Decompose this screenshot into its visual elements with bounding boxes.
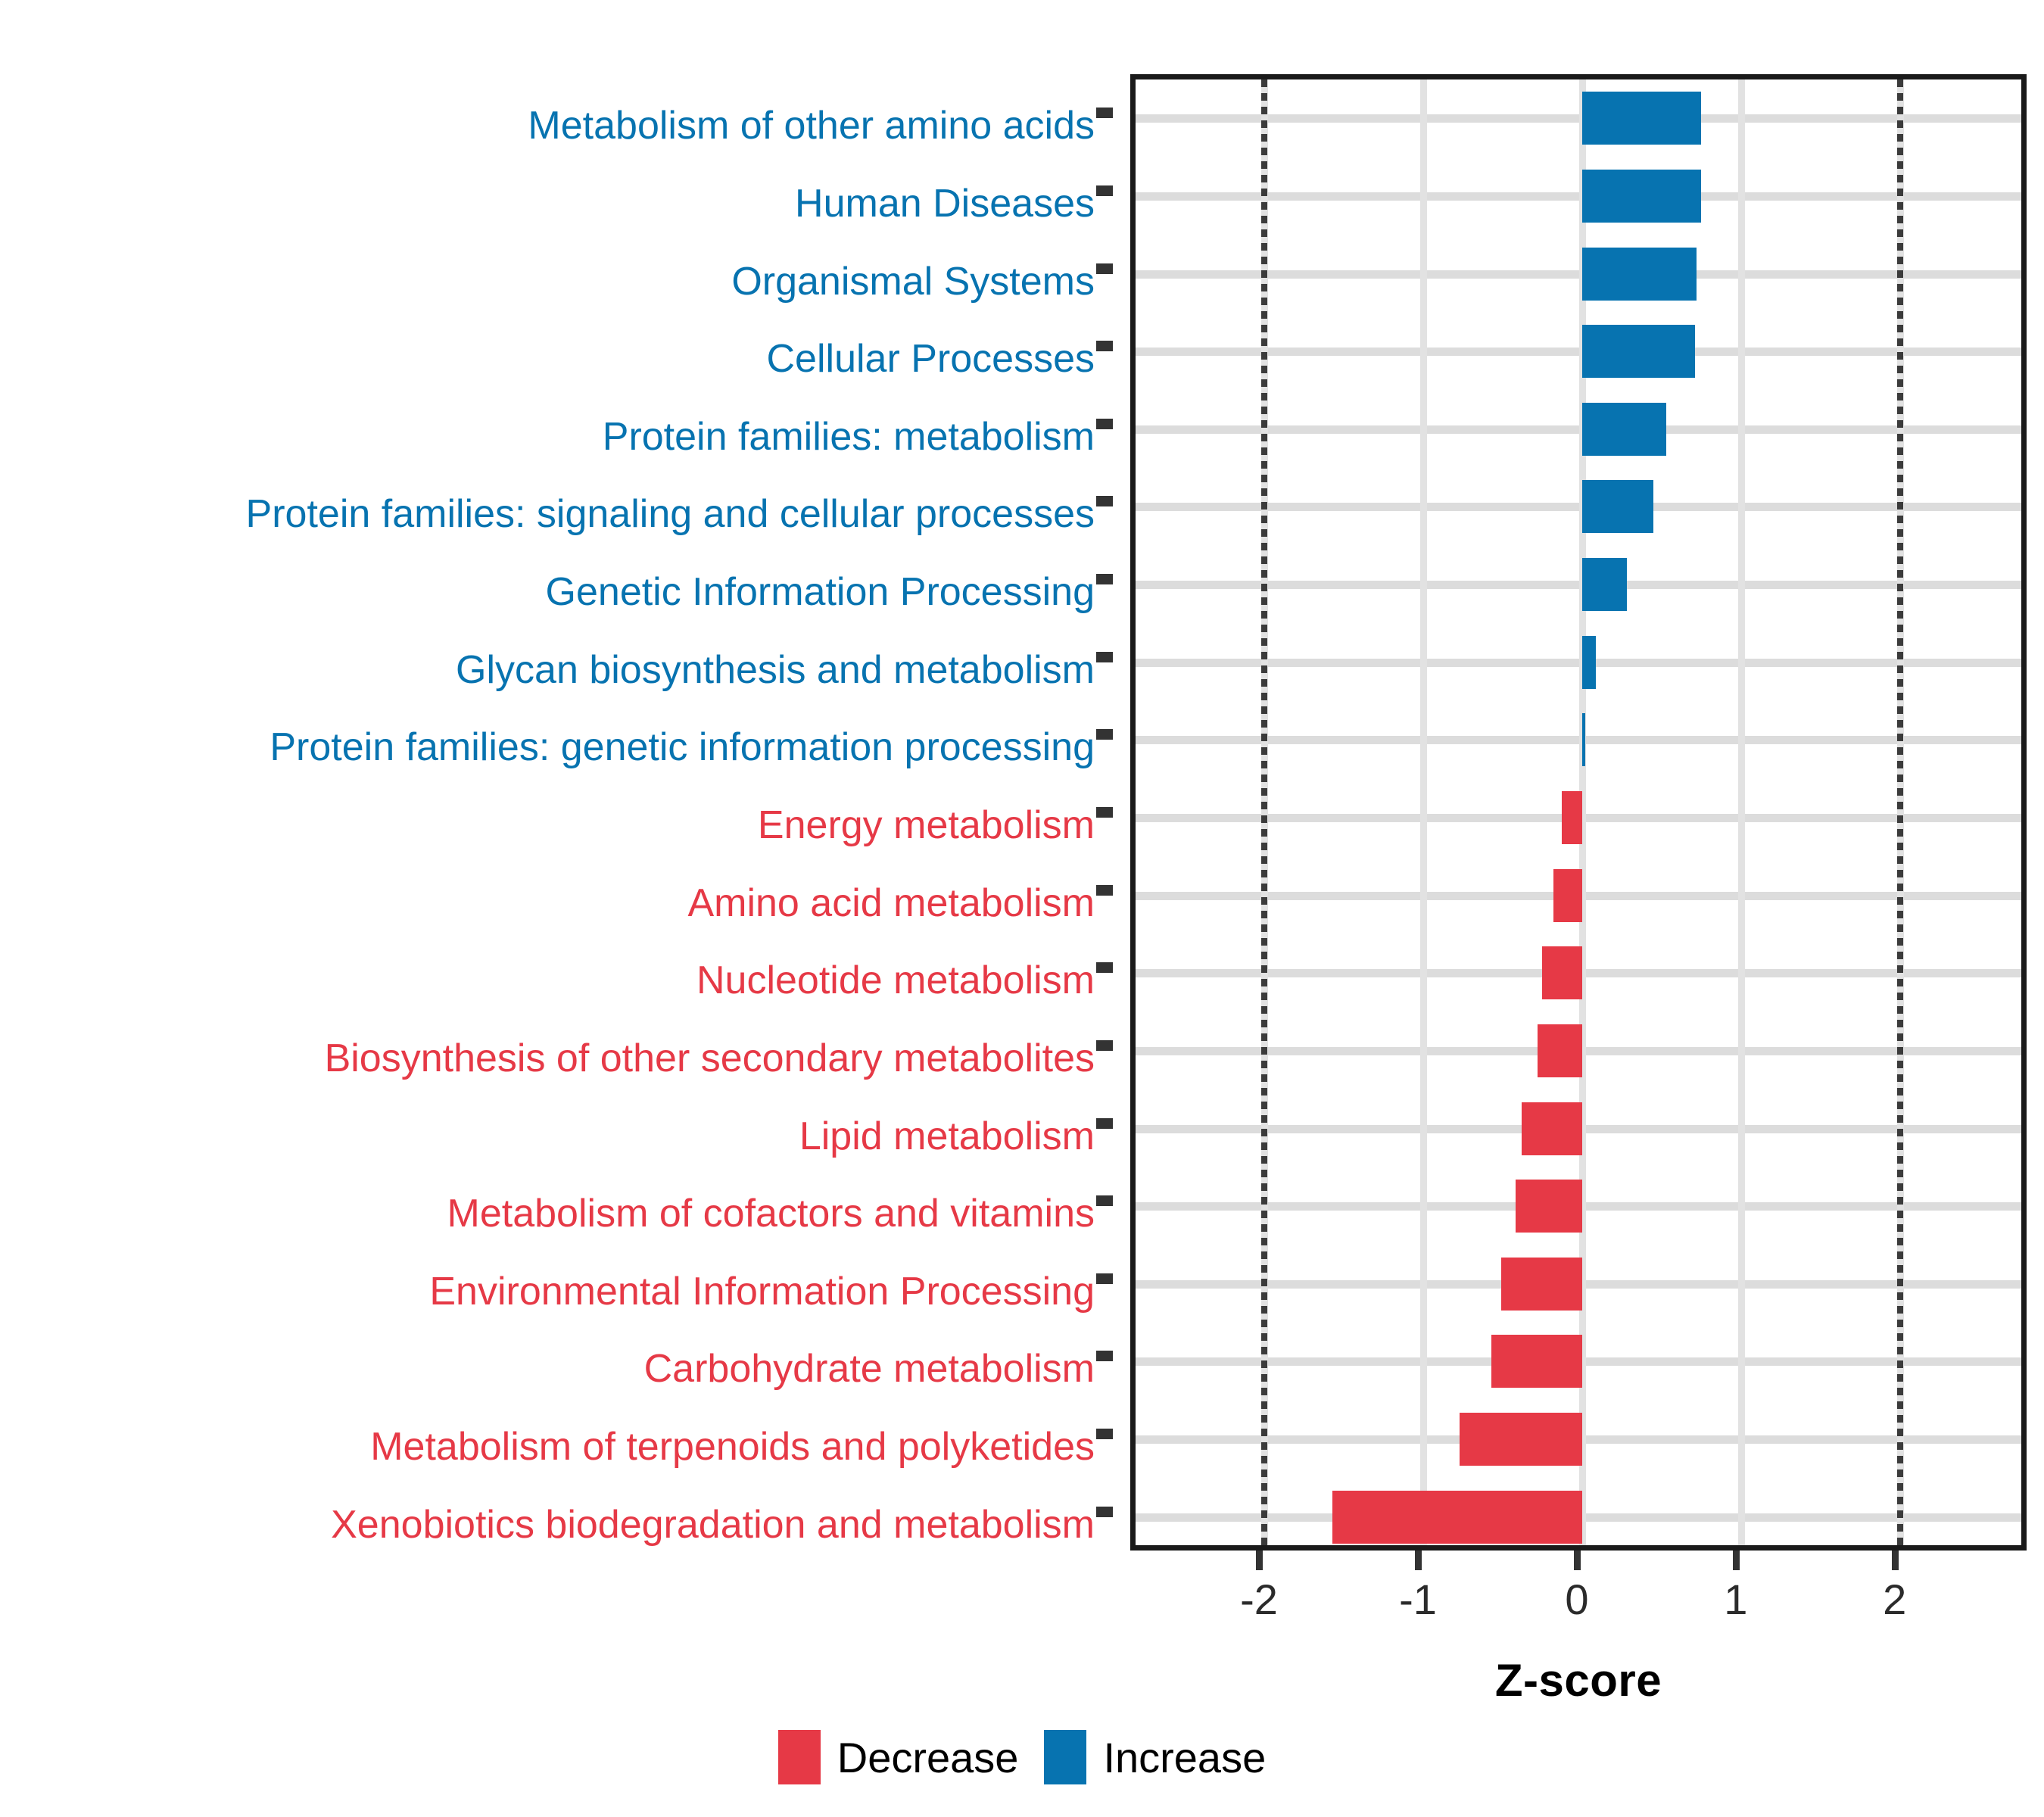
y-axis-tick-mark [1096, 807, 1113, 818]
bar [1581, 247, 1697, 301]
x-axis-tick-mark [1256, 1551, 1263, 1570]
y-axis-tick-mark [1096, 1117, 1113, 1129]
vertical-gridline [1419, 79, 1427, 1545]
y-axis-tick-mark [1096, 496, 1113, 507]
horizontal-gridline [1136, 658, 2021, 667]
horizontal-gridline [1136, 736, 2021, 745]
bar [1581, 558, 1627, 612]
y-axis-tick-mark [1096, 1506, 1113, 1517]
bar [1538, 1024, 1582, 1077]
plot-panel [1130, 74, 2027, 1551]
x-axis-tick-mark [1732, 1551, 1740, 1570]
y-axis-tick-mark [1096, 263, 1113, 274]
y-axis-tick-mark [1096, 1273, 1113, 1284]
x-axis-tick-mark [1414, 1551, 1422, 1570]
bar [1460, 1413, 1582, 1466]
x-axis: -2 -1 0 1 2 [1130, 1551, 2027, 1641]
legend-item[interactable]: Decrease [777, 1730, 1019, 1784]
bar [1500, 1257, 1582, 1311]
y-axis-tick-mark [1096, 185, 1113, 196]
bar [1581, 325, 1695, 379]
bar [1581, 92, 1702, 145]
horizontal-gridline [1136, 425, 2021, 434]
y-axis-tick-mark [1096, 729, 1113, 740]
reference-line [1896, 79, 1903, 1545]
x-axis-tick-label: 2 [1883, 1575, 1907, 1623]
x-axis-tick-label: -1 [1399, 1575, 1437, 1623]
y-axis-tick-mark [1096, 1351, 1113, 1362]
bar [1561, 791, 1582, 844]
y-axis-tick-mark [1096, 341, 1113, 352]
x-axis-tick-mark [1891, 1551, 1899, 1570]
y-axis-tick-mark [1096, 962, 1113, 974]
bar [1581, 635, 1596, 689]
x-axis-tick-label: -2 [1240, 1575, 1278, 1623]
x-axis-title: Z-score [1494, 1655, 1662, 1706]
bar [1491, 1335, 1582, 1388]
vertical-gridline [1578, 79, 1586, 1545]
legend-label: Increase [1103, 1733, 1267, 1781]
vertical-gridline [1737, 79, 1745, 1545]
bar [1332, 1490, 1582, 1544]
legend-swatch [777, 1730, 821, 1784]
y-axis-tick-mark [1096, 574, 1113, 585]
legend-swatch [1044, 1730, 1087, 1784]
legend-item[interactable]: Increase [1044, 1730, 1266, 1784]
y-axis-tick-mark [1096, 108, 1113, 119]
bar [1522, 1102, 1582, 1155]
bar [1581, 402, 1667, 456]
y-axis-tick-mark [1096, 1039, 1113, 1051]
legend: Decrease Increase [0, 1730, 2044, 1784]
x-axis-tick-label: 0 [1565, 1575, 1589, 1623]
horizontal-gridline [1136, 114, 2021, 123]
bar [1542, 946, 1582, 1000]
legend-label: Decrease [837, 1733, 1019, 1781]
horizontal-gridline [1136, 192, 2021, 201]
y-axis-tick-mark [1096, 418, 1113, 429]
x-axis-tick-label: 1 [1724, 1575, 1748, 1623]
bar [1553, 868, 1582, 922]
x-axis-tick-mark [1573, 1551, 1581, 1570]
bar [1581, 713, 1586, 767]
y-axis-tick-mark [1096, 1195, 1113, 1207]
horizontal-gridline [1136, 270, 2021, 279]
reference-line [1261, 79, 1268, 1545]
y-axis-tick-mark [1096, 1429, 1113, 1440]
horizontal-gridline [1136, 503, 2021, 512]
y-axis-tick-mark [1096, 651, 1113, 662]
horizontal-gridline [1136, 348, 2021, 357]
horizontal-gridline [1136, 581, 2021, 590]
bar [1581, 169, 1702, 223]
y-axis-tick-mark [1096, 884, 1113, 896]
bar [1581, 480, 1654, 534]
bar [1515, 1180, 1582, 1233]
